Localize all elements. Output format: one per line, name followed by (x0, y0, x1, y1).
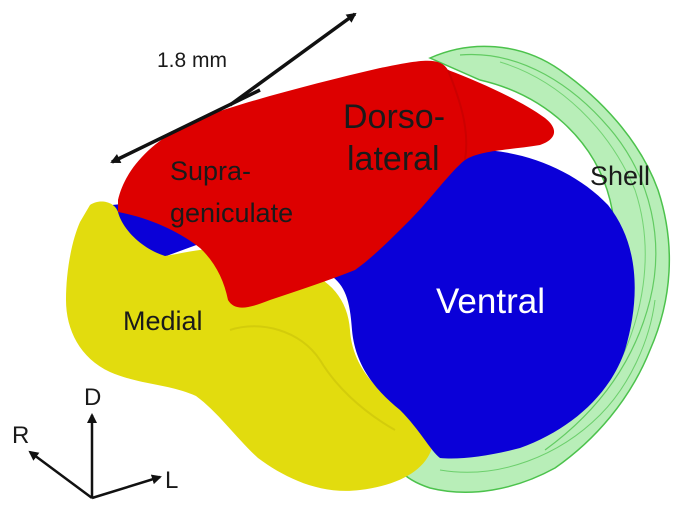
medial-label: Medial (123, 306, 203, 336)
scale-bar-label: 1.8 mm (157, 49, 227, 72)
shell-label: Shell (590, 161, 650, 191)
dorsal-label: D (84, 384, 101, 411)
suprageniculate-dorsolateral-region (118, 60, 555, 308)
medial-region (66, 201, 432, 491)
scale-bar-arrow (228, 12, 357, 107)
suprageniculate-label-line2: geniculate (170, 198, 293, 228)
rostral-label: R (12, 422, 29, 449)
suprageniculate-label: Supra- geniculate (170, 156, 293, 228)
lateral-arrow (91, 474, 162, 500)
scale-bar: 1.8 mm (110, 12, 357, 164)
rostral-arrow (28, 450, 93, 500)
dorsolateral-label-line1: Dorso- (343, 98, 445, 136)
dorsolateral-label-line2: lateral (347, 140, 440, 178)
orientation-compass: D R L (12, 384, 178, 500)
ventral-label: Ventral (436, 282, 545, 321)
suprageniculate-label-line1: Supra- (170, 156, 251, 186)
lateral-label: L (165, 467, 178, 494)
ventral-region (330, 149, 635, 459)
dorsolateral-label: Dorso- lateral (343, 98, 454, 178)
